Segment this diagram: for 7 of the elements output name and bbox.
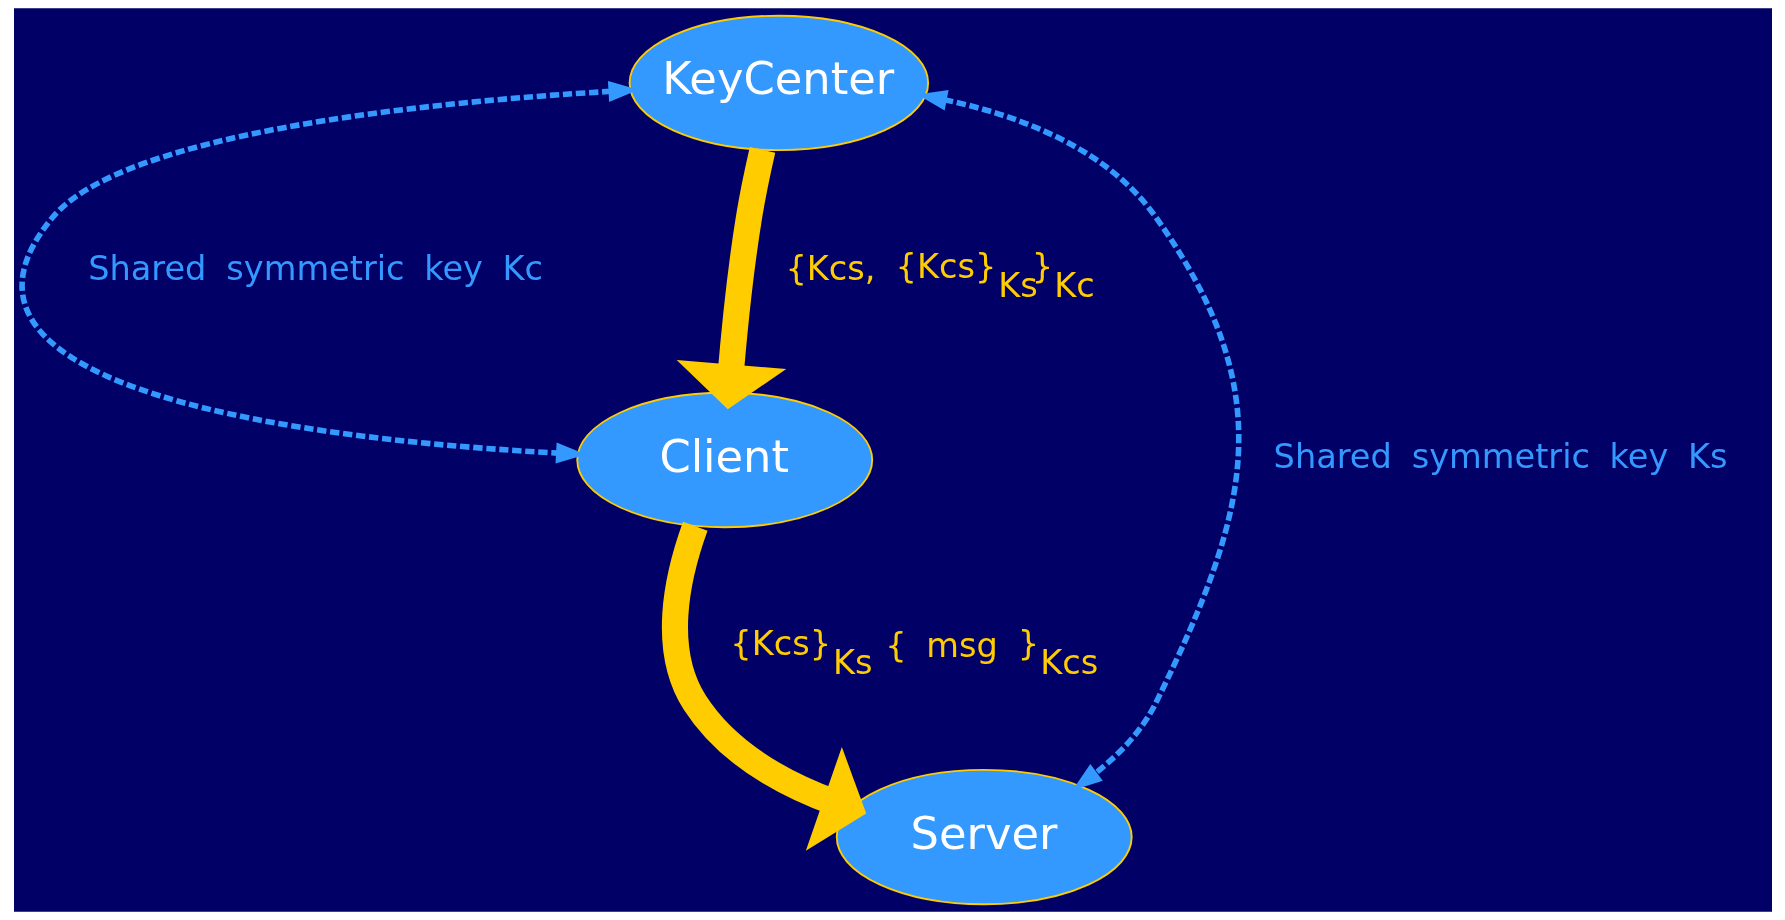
node-ellipse: Server <box>835 768 1133 906</box>
node-ellipse: Client <box>575 391 873 529</box>
edge-label: Shared symmetric key Ks <box>1273 437 1728 477</box>
arrow <box>676 146 786 410</box>
node-ellipse: KeyCenter <box>628 14 929 152</box>
edge-label: Shared symmetric key Kc <box>87 248 543 288</box>
arrow <box>661 522 866 851</box>
